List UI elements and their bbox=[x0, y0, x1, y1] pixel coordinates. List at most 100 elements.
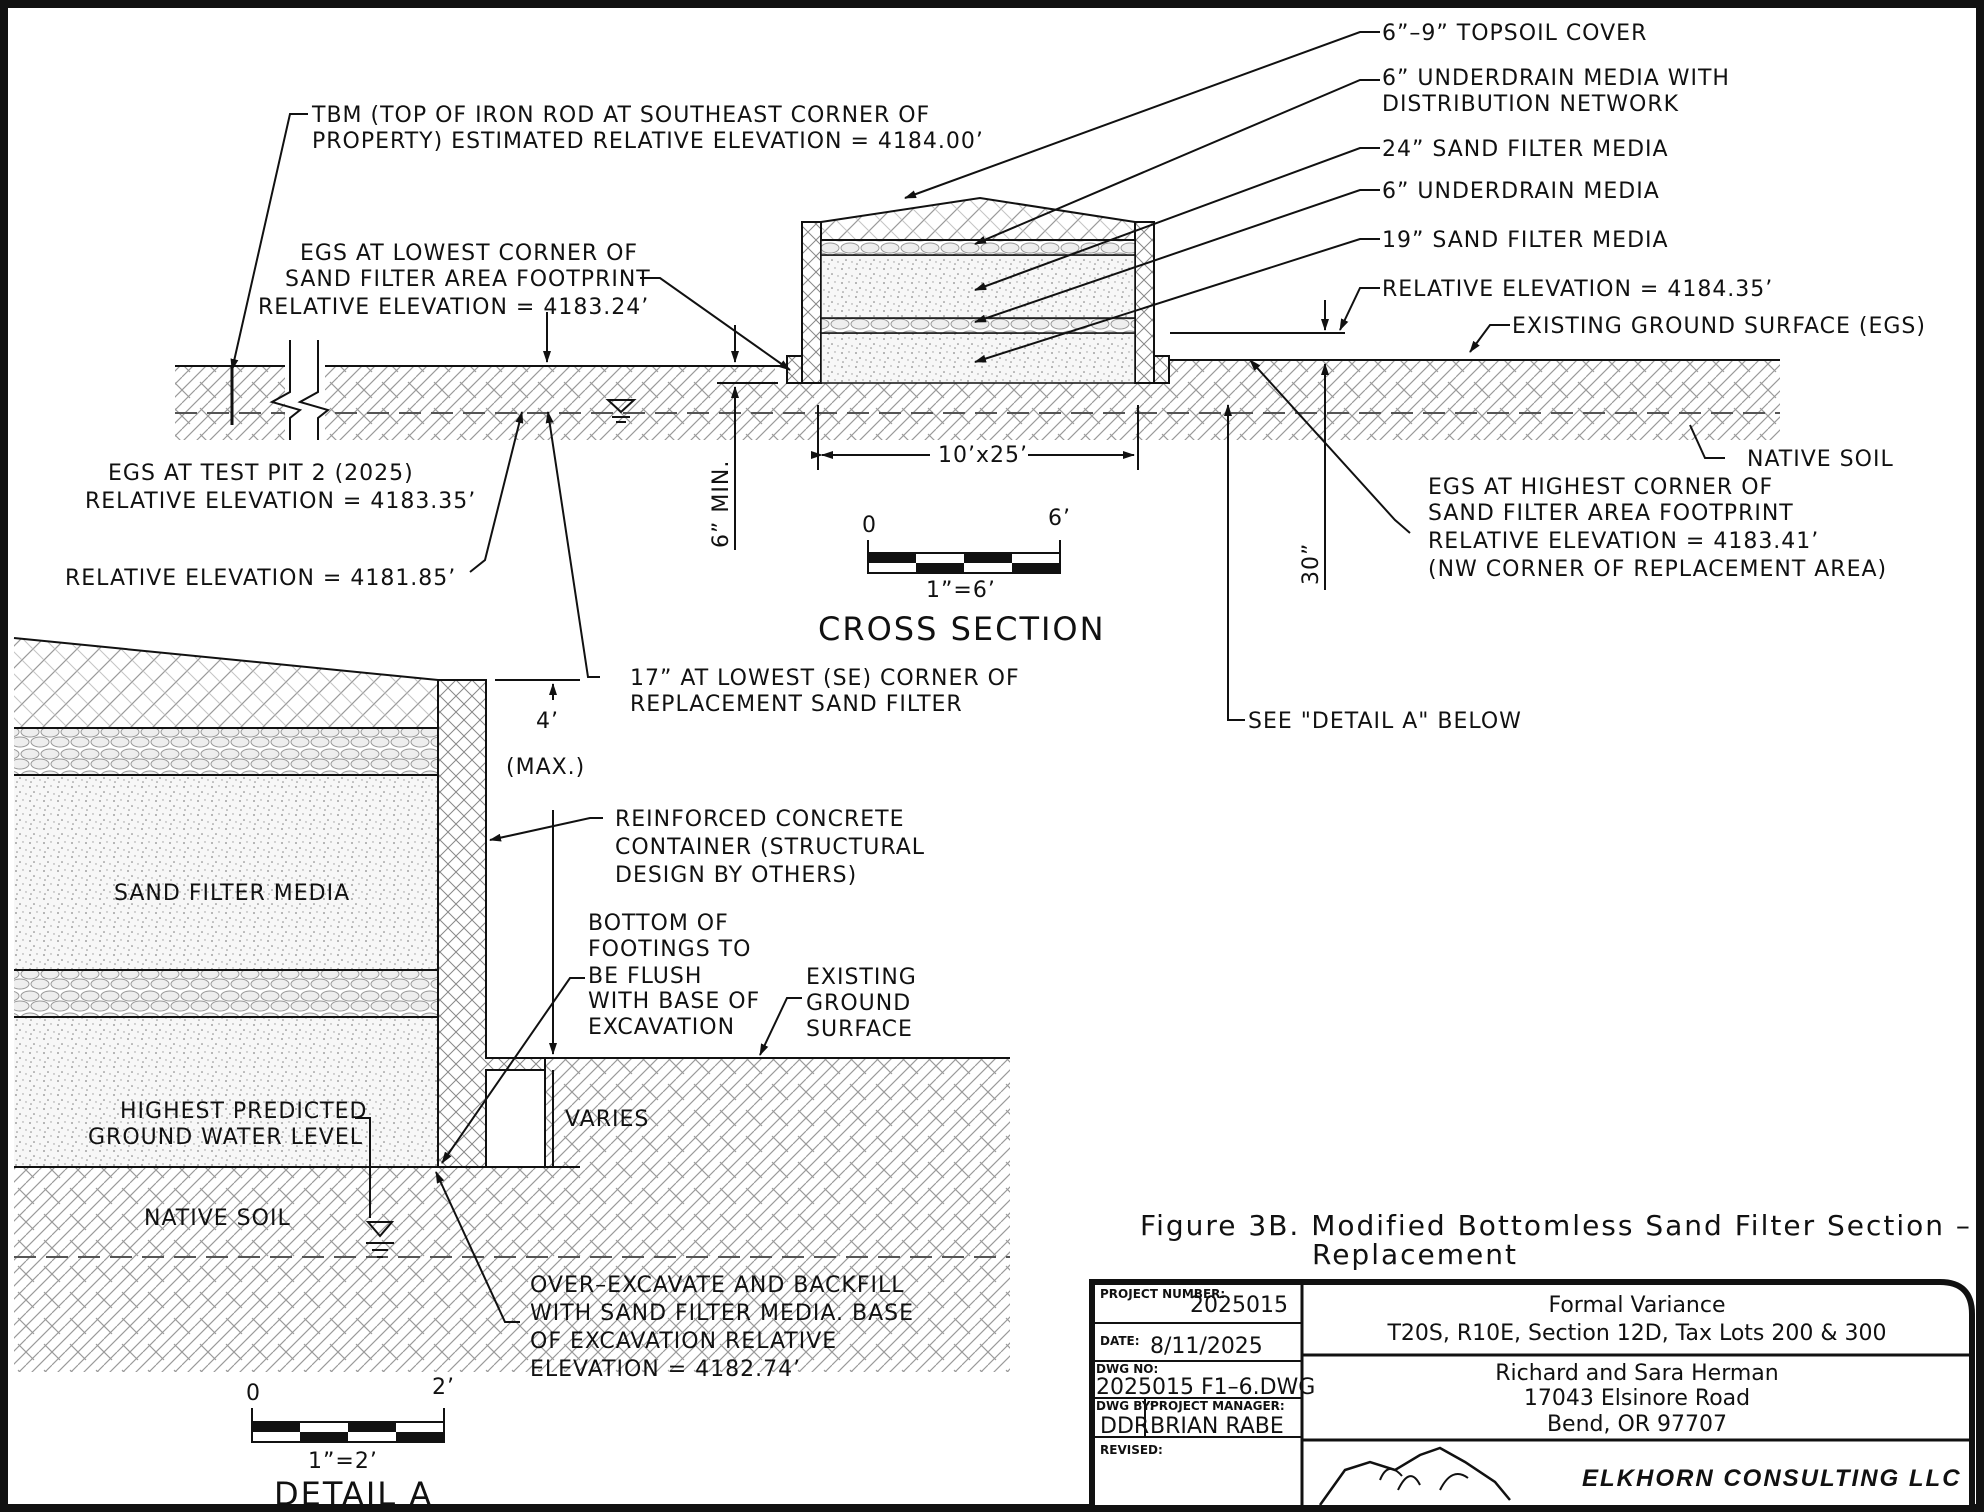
tb-pm: BRIAN RABE bbox=[1150, 1414, 1284, 1439]
label-over-3: OF EXCAVATION RELATIVE bbox=[530, 1329, 837, 1354]
cross-scale-bar bbox=[867, 540, 1061, 574]
label-topsoil: 6”–9” TOPSOIL COVER bbox=[1382, 21, 1647, 46]
tb-date-label: DATE: bbox=[1100, 1334, 1140, 1348]
tb-client-3: Bend, OR 97707 bbox=[1547, 1412, 1727, 1437]
label-egs-high-1: EGS AT HIGHEST CORNER OF bbox=[1428, 475, 1773, 500]
detail-scale-bar bbox=[251, 1408, 445, 1443]
detail-a bbox=[13, 637, 1010, 1443]
label-max: (MAX.) bbox=[506, 755, 585, 780]
sand-24-layer bbox=[820, 254, 1136, 319]
label-10x25: 10’x25’ bbox=[938, 443, 1028, 468]
label-exist-1: EXISTING bbox=[806, 965, 917, 990]
tb-dwg-no-label: DWG NO: bbox=[1096, 1362, 1158, 1376]
title-block: PROJECT NUMBER: 2025015 DATE: 8/11/2025 … bbox=[1089, 1279, 1975, 1511]
label-native-soil-detail: NATIVE SOIL bbox=[144, 1206, 291, 1231]
label-egs-high-3: RELATIVE ELEVATION = 4183.41’ bbox=[1428, 529, 1819, 554]
cross-scale-zero: 0 bbox=[862, 513, 877, 538]
label-rel-4184-35: RELATIVE ELEVATION = 4184.35’ bbox=[1382, 277, 1773, 302]
tb-client-2: 17043 Elsinore Road bbox=[1524, 1386, 1750, 1411]
label-egs: EXISTING GROUND SURFACE (EGS) bbox=[1512, 314, 1926, 339]
label-gw-1: HIGHEST PREDICTED bbox=[120, 1099, 367, 1124]
label-egs-low-3: RELATIVE ELEVATION = 4183.24’ bbox=[258, 295, 649, 320]
elkhorn-logo-icon bbox=[1318, 1446, 1520, 1507]
tb-dwg-no: 2025015 F1–6.DWG bbox=[1096, 1375, 1315, 1400]
label-concrete-3: DESIGN BY OTHERS) bbox=[615, 863, 857, 888]
detail-gravel-upper bbox=[14, 728, 438, 775]
tb-title-1: Formal Variance bbox=[1548, 1293, 1725, 1318]
label-underdrain-dist: 6” UNDERDRAIN MEDIA WITH bbox=[1382, 66, 1730, 91]
label-footing-2: FOOTINGS TO bbox=[588, 937, 751, 962]
label-footing-5: EXCAVATION bbox=[588, 1015, 735, 1040]
detail-native-soil bbox=[14, 1167, 1010, 1372]
label-rel-4181-85: RELATIVE ELEVATION = 4181.85’ bbox=[65, 566, 456, 591]
tb-pm-label: PROJECT MANAGER: bbox=[1150, 1399, 1285, 1413]
label-sand-24: 24” SAND FILTER MEDIA bbox=[1382, 137, 1669, 162]
label-egs-high-2: SAND FILTER AREA FOOTPRINT bbox=[1428, 501, 1794, 526]
label-exist-3: SURFACE bbox=[806, 1017, 913, 1042]
detail-sand-upper bbox=[14, 775, 438, 970]
label-sand-19: 19” SAND FILTER MEDIA bbox=[1382, 228, 1669, 253]
label-over-2: WITH SAND FILTER MEDIA. BASE bbox=[530, 1301, 914, 1326]
label-testpit-2: RELATIVE ELEVATION = 4183.35’ bbox=[85, 489, 476, 514]
label-sand-media: SAND FILTER MEDIA bbox=[114, 881, 350, 906]
topsoil-layer bbox=[820, 196, 1136, 241]
label-thirty: 30” bbox=[1299, 543, 1324, 585]
wall-right bbox=[1134, 221, 1155, 384]
detail-scale-zero: 0 bbox=[246, 1381, 261, 1406]
native-soil-band bbox=[175, 366, 775, 440]
tb-project-number-label: PROJECT NUMBER: bbox=[1100, 1287, 1225, 1301]
label-native-soil: NATIVE SOIL bbox=[1747, 447, 1894, 472]
label-six-min: 6” MIN. bbox=[709, 460, 734, 548]
label-testpit-1: EGS AT TEST PIT 2 (2025) bbox=[108, 461, 414, 486]
label-tbm-1: TBM (TOP OF IRON ROD AT SOUTHEAST CORNER… bbox=[311, 103, 930, 128]
label-underdrain-dist-2: DISTRIBUTION NETWORK bbox=[1382, 92, 1679, 117]
label-seventeen-1: 17” AT LOWEST (SE) CORNER OF bbox=[630, 666, 1020, 691]
detail-scale-end: 2’ bbox=[432, 1375, 455, 1400]
tb-client-1: Richard and Sara Herman bbox=[1495, 1361, 1778, 1386]
tb-dwg-by: DDR bbox=[1100, 1414, 1149, 1439]
detail-concrete-wall bbox=[437, 679, 546, 1168]
figure-caption-line2: Replacement bbox=[1312, 1238, 1518, 1271]
native-soil-band-right bbox=[1165, 360, 1780, 440]
label-tbm-2: PROPERTY) ESTIMATED RELATIVE ELEVATION =… bbox=[312, 129, 984, 154]
label-egs-high-4: (NW CORNER OF REPLACEMENT AREA) bbox=[1428, 557, 1887, 582]
label-concrete-2: CONTAINER (STRUCTURAL bbox=[615, 835, 925, 860]
tb-title-2: T20S, R10E, Section 12D, Tax Lots 200 & … bbox=[1386, 1321, 1886, 1346]
label-underdrain-6: 6” UNDERDRAIN MEDIA bbox=[1382, 179, 1660, 204]
label-seventeen-2: REPLACEMENT SAND FILTER bbox=[630, 692, 963, 717]
tb-dwg-by-label: DWG BY: bbox=[1096, 1399, 1154, 1413]
label-footing-4: WITH BASE OF bbox=[588, 989, 760, 1014]
cross-section bbox=[175, 31, 1780, 721]
label-footing-1: BOTTOM OF bbox=[588, 911, 729, 936]
figure-caption: Figure 3B. Modified Bottomless Sand Filt… bbox=[1140, 1209, 1972, 1242]
cross-section-title: CROSS SECTION bbox=[818, 610, 1106, 648]
detail-topsoil bbox=[14, 638, 438, 728]
detail-gravel-lower bbox=[14, 970, 438, 1017]
tb-company: ELKHORN CONSULTING LLC bbox=[1582, 1465, 1962, 1492]
label-gw-2: GROUND WATER LEVEL bbox=[88, 1125, 363, 1150]
soil-under-filter bbox=[775, 383, 1165, 440]
detail-scale-ratio: 1”=2’ bbox=[308, 1449, 378, 1474]
label-footing-3: BE FLUSH bbox=[588, 964, 702, 989]
label-varies: VARIES bbox=[565, 1107, 649, 1132]
label-egs-low-2: SAND FILTER AREA FOOTPRINT bbox=[285, 267, 651, 292]
sand-19-layer bbox=[820, 332, 1136, 384]
label-concrete-1: REINFORCED CONCRETE bbox=[615, 807, 905, 832]
detail-sand-lower bbox=[14, 1017, 438, 1167]
label-exist-2: GROUND bbox=[806, 991, 911, 1016]
label-over-1: OVER–EXCAVATE AND BACKFILL bbox=[530, 1273, 905, 1298]
label-egs-low-1: EGS AT LOWEST CORNER OF bbox=[300, 241, 638, 266]
cross-scale-ratio: 1”=6’ bbox=[926, 578, 996, 603]
cross-scale-end: 6’ bbox=[1048, 506, 1071, 531]
wall-left bbox=[801, 221, 822, 384]
tb-date: 8/11/2025 bbox=[1150, 1334, 1263, 1359]
tb-revised-label: REVISED: bbox=[1100, 1443, 1163, 1457]
label-four: 4’ bbox=[536, 709, 559, 734]
annotations: 6”–9” TOPSOIL COVER 6” UNDERDRAIN MEDIA … bbox=[65, 21, 1972, 1512]
detail-existing-ground bbox=[486, 1058, 1010, 1167]
label-over-4: ELEVATION = 4182.74’ bbox=[530, 1357, 801, 1382]
label-see-detail: SEE "DETAIL A" BELOW bbox=[1248, 709, 1522, 734]
detail-a-title: DETAIL A bbox=[274, 1475, 433, 1512]
